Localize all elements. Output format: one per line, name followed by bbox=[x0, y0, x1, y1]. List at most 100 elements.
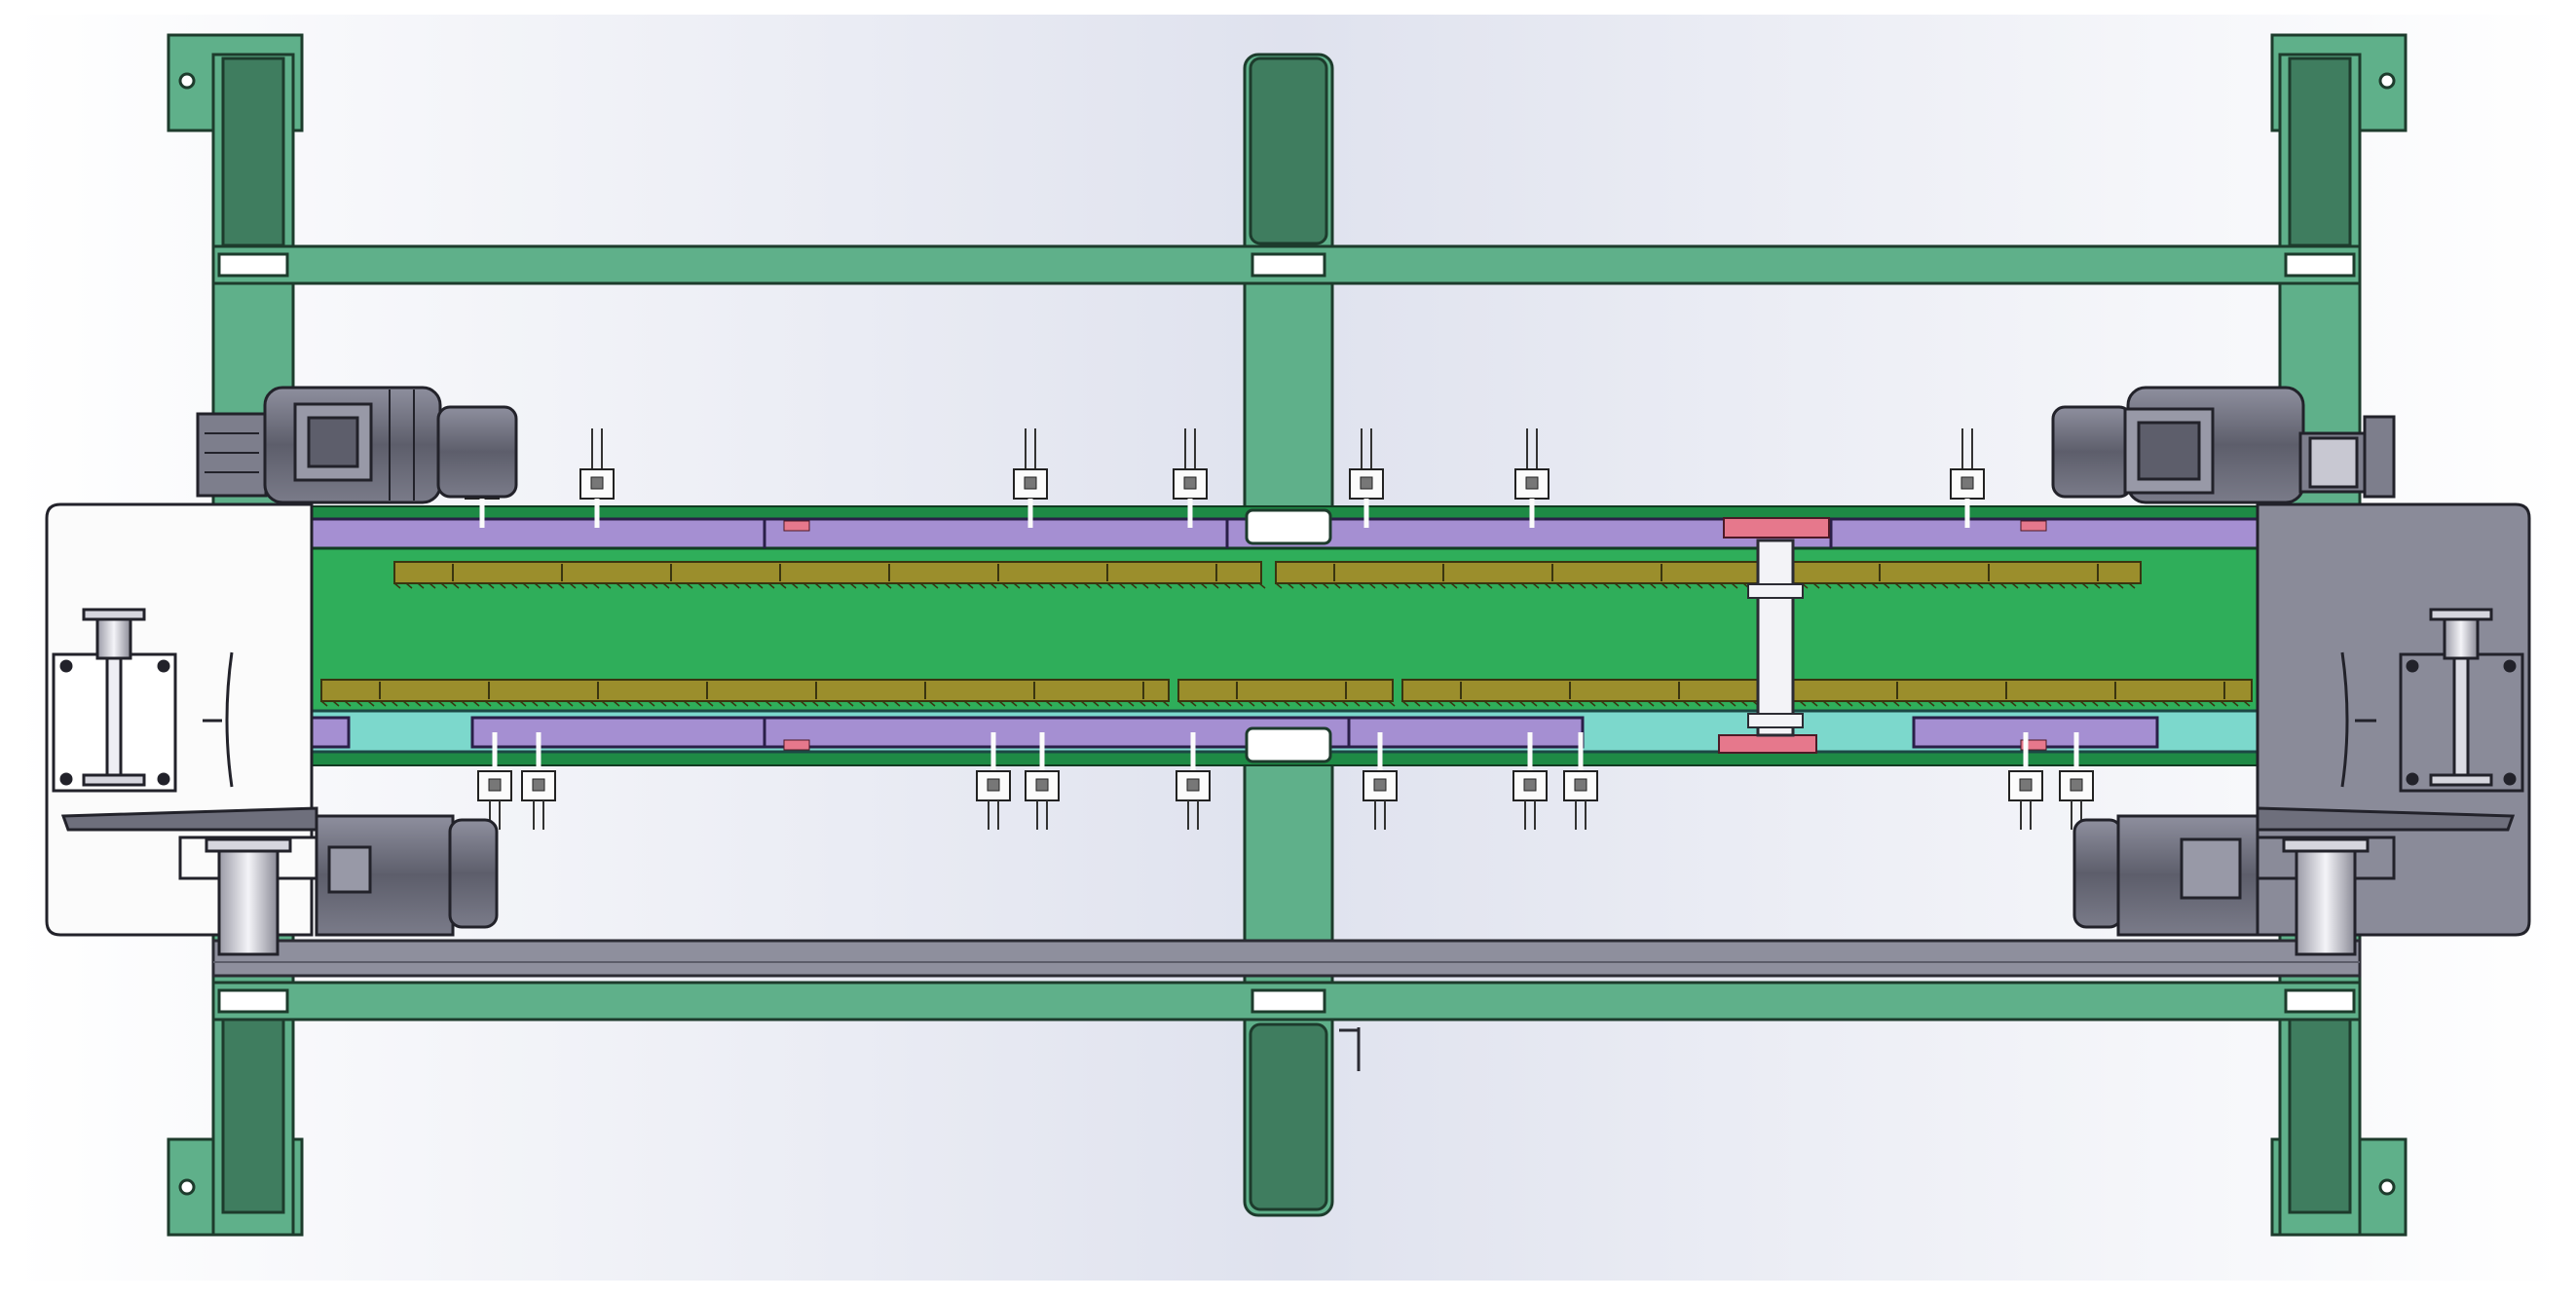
slat-tooth bbox=[2114, 700, 2122, 707]
slat-tooth bbox=[835, 700, 842, 707]
motor-guard bbox=[2308, 436, 2359, 489]
slat-tooth bbox=[1329, 700, 1337, 707]
slat-tooth bbox=[1425, 700, 1433, 707]
pulley-roller bbox=[2295, 845, 2357, 956]
slat-tooth bbox=[2184, 700, 2192, 707]
slat-tooth bbox=[1824, 582, 1832, 589]
slat-tooth bbox=[1799, 700, 1807, 707]
proximity-sensor bbox=[521, 732, 556, 830]
joint-slot bbox=[217, 252, 289, 278]
slat-tooth bbox=[636, 700, 644, 707]
slat-tooth bbox=[1509, 582, 1516, 589]
slat-tooth bbox=[542, 700, 550, 707]
slat-tooth bbox=[662, 582, 670, 589]
mounting-hole bbox=[2378, 72, 2396, 90]
proximity-sensor bbox=[2008, 732, 2043, 830]
proximity-sensor bbox=[1563, 732, 1598, 830]
slat-tooth bbox=[639, 582, 647, 589]
slat-tooth bbox=[659, 700, 667, 707]
slat-tooth bbox=[1731, 582, 1738, 589]
slat-tooth bbox=[1916, 700, 1923, 707]
purple-guide-bottom bbox=[308, 716, 351, 749]
shaft-roller bbox=[2443, 613, 2480, 660]
slat-tooth bbox=[709, 582, 717, 589]
slat-tooth bbox=[987, 700, 994, 707]
slat-tooth bbox=[873, 582, 880, 589]
slat-tooth bbox=[554, 700, 562, 707]
slat-tooth bbox=[1060, 582, 1067, 589]
slat-tooth bbox=[1974, 700, 1982, 707]
slat-tooth bbox=[604, 582, 612, 589]
bolt bbox=[59, 659, 73, 673]
slat-tooth bbox=[616, 582, 623, 589]
slat-tooth bbox=[1999, 582, 2007, 589]
slat-tooth bbox=[648, 700, 655, 707]
slat-tooth bbox=[1127, 700, 1135, 707]
slat-tooth bbox=[1341, 700, 1349, 707]
housing-arc bbox=[225, 651, 234, 788]
slat-tooth bbox=[1906, 582, 1914, 589]
slat-tooth bbox=[2105, 582, 2112, 589]
slat-tooth bbox=[1103, 700, 1111, 707]
slat-tooth bbox=[1162, 700, 1170, 707]
slat-tooth bbox=[741, 700, 749, 707]
slat-tooth bbox=[1927, 700, 1935, 707]
slat-tooth bbox=[826, 582, 834, 589]
corner-post-left-top-shade bbox=[221, 56, 285, 247]
slat-tooth bbox=[580, 582, 588, 589]
bolt bbox=[157, 772, 170, 786]
slat-tooth bbox=[613, 700, 620, 707]
bolt bbox=[157, 659, 170, 673]
slat-tooth bbox=[1929, 582, 1937, 589]
housing-arc bbox=[2340, 651, 2349, 788]
slat-tooth bbox=[1068, 700, 1076, 707]
right-top-motor bbox=[2051, 386, 2396, 504]
slat-tooth bbox=[814, 582, 822, 589]
slat-tooth bbox=[1941, 582, 1949, 589]
shaft-flange bbox=[82, 773, 146, 787]
slat-tooth bbox=[449, 700, 457, 707]
left-top-motor bbox=[196, 386, 518, 504]
slat-tooth bbox=[732, 582, 740, 589]
slat-tooth bbox=[975, 700, 983, 707]
slat-tooth bbox=[671, 700, 679, 707]
slat-tooth bbox=[1036, 582, 1044, 589]
slat-tooth bbox=[1719, 582, 1727, 589]
slat-tooth bbox=[1939, 700, 1947, 707]
slat-tooth bbox=[931, 582, 939, 589]
slat-tooth bbox=[767, 582, 775, 589]
slat-tooth bbox=[2220, 700, 2227, 707]
proximity-sensor bbox=[1950, 428, 1985, 528]
slat-tooth bbox=[379, 700, 387, 707]
proximity-sensor bbox=[1363, 732, 1398, 830]
slat-tooth bbox=[1579, 582, 1587, 589]
slat-tooth bbox=[475, 582, 483, 589]
corner-post-right-top-shade bbox=[2288, 56, 2352, 247]
joint-slot bbox=[2284, 988, 2356, 1014]
slat-tooth bbox=[1013, 582, 1021, 589]
slat-tooth bbox=[1413, 700, 1421, 707]
slat-tooth bbox=[683, 700, 691, 707]
slat-tooth bbox=[2046, 582, 2054, 589]
slat-tooth bbox=[1964, 582, 1972, 589]
slat-tooth bbox=[1542, 700, 1549, 707]
slat-tooth bbox=[2033, 700, 2040, 707]
slat-tooth bbox=[884, 582, 892, 589]
slat-tooth bbox=[1729, 700, 1736, 707]
proximity-sensor bbox=[1514, 428, 1549, 528]
slat-tooth bbox=[1883, 582, 1890, 589]
slat-tooth bbox=[499, 582, 506, 589]
slat-tooth bbox=[943, 582, 951, 589]
purple-guide-bottom bbox=[1347, 716, 1585, 749]
slat-tooth bbox=[1150, 700, 1158, 707]
motor-controller-box bbox=[196, 412, 268, 498]
slat-tooth bbox=[1590, 582, 1598, 589]
slat-tooth bbox=[1010, 700, 1018, 707]
slat-tooth bbox=[1553, 700, 1561, 707]
slat-tooth bbox=[1177, 700, 1185, 707]
slat-tooth bbox=[1602, 582, 1610, 589]
slat-tooth bbox=[718, 700, 726, 707]
slat-tooth bbox=[1376, 700, 1384, 707]
slat-tooth bbox=[1649, 582, 1657, 589]
motor-end-cap bbox=[436, 405, 518, 499]
